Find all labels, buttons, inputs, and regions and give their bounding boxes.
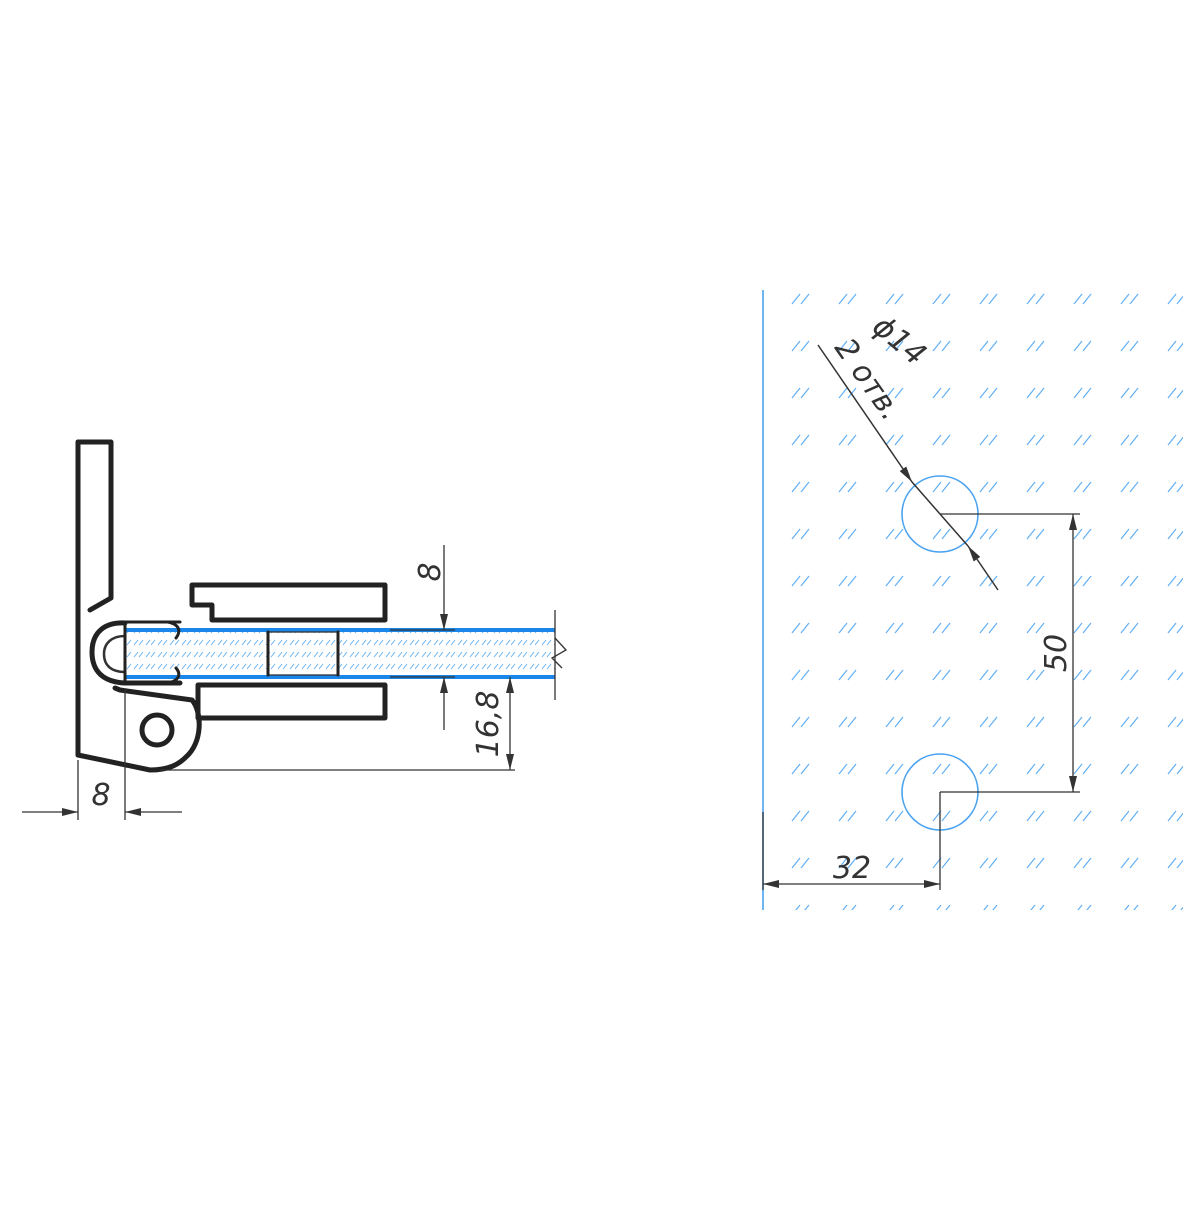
seal-profile-outer	[89, 620, 183, 686]
lower-clamp-plate	[195, 682, 388, 721]
section-view: 8 16,8 8	[22, 439, 568, 820]
callout-leader-upper	[817, 344, 913, 483]
wall-leaf	[75, 439, 114, 613]
seal-lip-top-curl	[166, 620, 181, 640]
dim-edge-to-hole-label: 32	[833, 851, 871, 886]
upper-clamp-plate	[189, 582, 388, 623]
glass-view: ϕ14 2 отв. 50 32	[762, 290, 1183, 910]
callout-leader-lower-arrow	[967, 545, 999, 591]
dim-hole-spacing-label: 50	[1039, 634, 1074, 672]
dim-offset-horizontal-label: 8	[91, 778, 110, 813]
hinge-pin	[139, 712, 175, 748]
dim-glass-thickness-label: 8	[413, 562, 448, 581]
seal-profile-inner	[102, 634, 126, 674]
seal-lip-bottom-curl	[166, 666, 181, 685]
glass-sheet	[763, 290, 1183, 910]
glass-panel	[125, 630, 555, 677]
dim-offset-vertical-label: 16,8	[471, 691, 506, 758]
hinge-knuckle-body	[75, 685, 202, 773]
glass-break-symbol	[550, 637, 568, 669]
